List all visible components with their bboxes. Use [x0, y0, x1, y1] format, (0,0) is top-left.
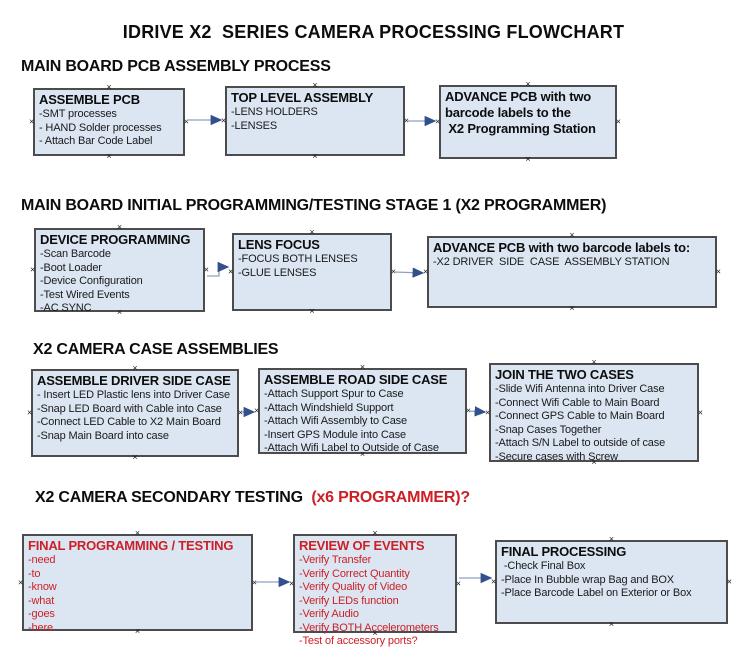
box-title: ASSEMBLE PCB [39, 92, 140, 107]
box-item: -Place In Bubble wrap Bag and BOX [501, 573, 674, 586]
box-item: -AC SYNC [40, 302, 92, 314]
box-title: LENS FOCUS [238, 237, 320, 252]
box-item: -Secure cases with Screw [495, 450, 618, 463]
box-items: -LENS HOLDERS-LENSES [231, 106, 399, 133]
flow-box-assemble-road-side-case[interactable]: ASSEMBLE ROAD SIDE CASE -Attach Support … [254, 363, 471, 459]
box-item: barcode labels to the [445, 105, 571, 120]
box-item: -Verify LEDs function [299, 594, 399, 607]
section-heading-case-assemblies: X2 CAMERA CASE ASSEMBLIES [33, 341, 279, 358]
box-item: -Attach Windshield Support [264, 401, 394, 414]
box-item: X2 Programming Station [445, 121, 596, 136]
box-item: -Slide Wifi Antenna into Driver Case [495, 383, 665, 395]
box-item: -Boot Loader [40, 261, 102, 274]
box-items: -X2 DRIVER SIDE CASE ASSEMBLY STATION [433, 256, 711, 270]
flow-box-final-programming-testing[interactable]: FINAL PROGRAMMING / TESTING -need-to-kno… [18, 529, 257, 636]
box-item: -X2 DRIVER SIDE CASE ASSEMBLY STATION [433, 256, 670, 268]
box-item: -Connect LED Cable to X2 Main Board [37, 416, 221, 428]
flow-box-top-level-assembly[interactable]: TOP LEVEL ASSEMBLY -LENS HOLDERS-LENSES … [221, 81, 409, 161]
box-item: -know [28, 581, 57, 593]
box-items: -need-to-know-what-goes-here [28, 554, 247, 635]
box-item: -need [28, 554, 56, 566]
box-item: - Attach Bar Code Label [39, 135, 153, 147]
box-item: -Verify Correct Quantity [299, 567, 410, 580]
flow-box-lens-focus[interactable]: LENS FOCUS -FOCUS BOTH LENSES-GLUE LENSE… [228, 228, 396, 316]
box-item: -Attach Support Spur to Case [264, 388, 404, 400]
box-title: ADVANCE PCB with two barcode labels to: [433, 240, 691, 255]
box-item: -to [28, 567, 41, 580]
box-items: - Insert LED Plastic lens into Driver Ca… [37, 389, 233, 443]
box-items: -Scan Barcode-Boot Loader-Device Configu… [40, 248, 199, 316]
box-items: -Verify Transfer-Verify Correct Quantity… [299, 554, 451, 649]
box-items: barcode labels to the X2 Programming Sta… [445, 105, 611, 137]
connector-arrow[interactable] [207, 261, 230, 277]
box-items: -Check Final Box-Place In Bubble wrap Ba… [501, 560, 722, 601]
box-item: -Snap Main Board into case [37, 429, 169, 442]
box-item: -Test of accessory ports? [299, 635, 418, 647]
box-item: -SMT processes [39, 108, 117, 120]
box-item: -FOCUS BOTH LENSES [238, 253, 358, 265]
box-item: -Connect GPS Cable to Main Board [495, 410, 665, 422]
box-item: -LENSES [231, 119, 278, 132]
section-heading-red-part: (x6 PROGRAMMER)? [307, 489, 470, 506]
section-heading-secondary-testing: X2 CAMERA SECONDARY TESTING (x6 PROGRAMM… [35, 489, 470, 507]
box-items: -SMT processes- HAND Solder processes- A… [39, 108, 179, 149]
flow-box-review-of-events[interactable]: REVIEW OF EVENTS -Verify Transfer-Verify… [289, 529, 461, 648]
box-item: -Snap Cases Together [495, 423, 602, 436]
box-title: TOP LEVEL ASSEMBLY [231, 90, 374, 105]
box-item: -Attach S/N Label to outside of case [495, 437, 666, 449]
box-item: -here [28, 621, 53, 634]
box-item: -Connect Wifi Cable to Main Board [495, 396, 660, 409]
box-item: -goes [28, 608, 55, 620]
box-item: -Verify Audio [299, 608, 359, 620]
connector-arrow[interactable] [393, 267, 425, 278]
box-items: -Attach Support Spur to Case-Attach Wind… [264, 388, 461, 456]
box-item: -Place Barcode Label on Exterior or Box [501, 587, 692, 599]
box-item: -Attach Wifi Label to Outside of Case [264, 442, 439, 454]
box-item: -Snap LED Board with Cable into Case [37, 402, 222, 415]
box-title: ASSEMBLE ROAD SIDE CASE [264, 372, 448, 387]
box-item: -Scan Barcode [40, 248, 111, 260]
box-item: -Check Final Box [501, 560, 586, 572]
section-heading-initial-programming: MAIN BOARD INITIAL PROGRAMMING/TESTING S… [21, 197, 607, 214]
box-title: JOIN THE TWO CASES [495, 367, 634, 382]
box-item: -what [28, 594, 55, 607]
box-items: -Slide Wifi Antenna into Driver Case-Con… [495, 383, 693, 464]
connector-arrow[interactable] [468, 406, 487, 417]
box-item: -Verify BOTH Accelerometers [299, 621, 439, 634]
flow-box-assemble-driver-side-case[interactable]: ASSEMBLE DRIVER SIDE CASE - Insert LED P… [27, 364, 243, 462]
box-item: - HAND Solder processes [39, 121, 162, 134]
flow-box-assemble-pcb[interactable]: ASSEMBLE PCB -SMT processes- HAND Solder… [29, 83, 189, 161]
flow-box-advance-pcb-driver-side[interactable]: ADVANCE PCB with two barcode labels to: … [423, 231, 721, 313]
box-title: FINAL PROGRAMMING / TESTING [28, 538, 234, 553]
box-title: FINAL PROCESSING [501, 544, 627, 559]
box-item: -LENS HOLDERS [231, 106, 318, 118]
box-item: -Device Configuration [40, 275, 143, 287]
flow-box-advance-pcb-programming-station[interactable]: ADVANCE PCB with two barcode labels to t… [435, 80, 621, 164]
box-title: REVIEW OF EVENTS [299, 538, 425, 553]
section-heading-pcb-assembly: MAIN BOARD PCB ASSEMBLY PROCESS [21, 58, 331, 75]
box-title: ASSEMBLE DRIVER SIDE CASE [37, 373, 231, 388]
flow-box-final-processing[interactable]: FINAL PROCESSING -Check Final Box-Place … [491, 535, 732, 629]
box-title: DEVICE PROGRAMMING [40, 232, 191, 247]
box-item: - Insert LED Plastic lens into Driver Ca… [37, 389, 230, 401]
box-title: ADVANCE PCB with two [445, 89, 591, 104]
flow-box-join-the-two-cases[interactable]: JOIN THE TWO CASES -Slide Wifi Antenna i… [485, 358, 703, 467]
box-item: -Test Wired Events [40, 288, 130, 301]
box-items: -FOCUS BOTH LENSES-GLUE LENSES [238, 253, 386, 280]
box-item: -GLUE LENSES [238, 266, 317, 279]
section-heading-black-part: X2 CAMERA SECONDARY TESTING [35, 489, 308, 506]
box-item: -Verify Quality of Video [299, 581, 408, 593]
box-item: -Attach Wifi Assembly to Case [264, 415, 407, 427]
box-item: -Verify Transfer [299, 554, 372, 566]
box-item: -Insert GPS Module into Case [264, 428, 406, 441]
page-title: IDRIVE X2 SERIES CAMERA PROCESSING FLOWC… [122, 22, 625, 42]
